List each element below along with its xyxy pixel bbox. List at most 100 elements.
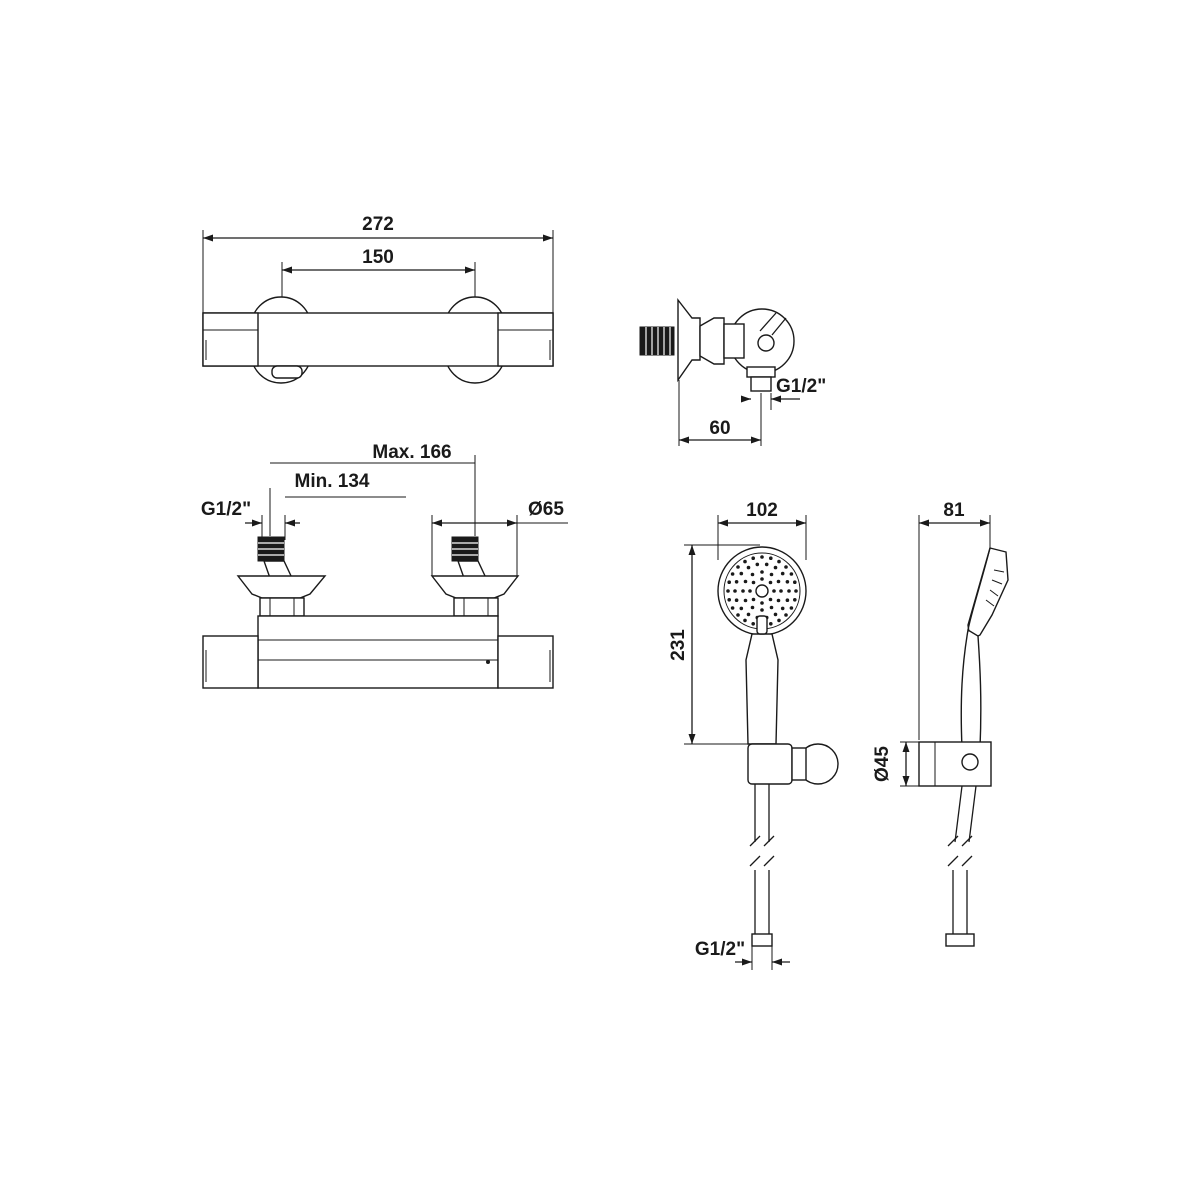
spray-nozzle xyxy=(743,598,748,603)
spray-nozzle xyxy=(787,589,791,593)
spray-nozzles xyxy=(726,555,798,627)
spray-nozzle xyxy=(793,598,797,602)
spray-nozzle xyxy=(733,589,737,593)
spray-nozzle xyxy=(743,579,748,584)
spray-selector xyxy=(756,615,768,635)
spray-nozzle xyxy=(734,598,739,602)
dim-label-g12-hose: G1/2" xyxy=(695,939,745,960)
spray-nozzle xyxy=(768,580,773,585)
holder-arm-front xyxy=(791,747,807,781)
spray-nozzle xyxy=(751,580,756,585)
spray-nozzle xyxy=(789,606,794,610)
spray-nozzle xyxy=(769,622,773,626)
knob-center-side xyxy=(757,334,775,352)
temperature-knob-top xyxy=(202,312,259,367)
spray-nozzle xyxy=(760,570,764,574)
spray-nozzle xyxy=(768,597,773,602)
spray-nozzle xyxy=(773,565,778,570)
outlet-thread-side xyxy=(750,376,772,392)
spray-nozzle xyxy=(777,559,781,564)
dim-label-150: 150 xyxy=(362,247,394,268)
thermostat-front-view: Max. 166 Min. 134 G1/2" Ø65 xyxy=(201,442,568,689)
spray-nozzle xyxy=(748,589,752,593)
spray-nozzle xyxy=(746,612,751,617)
handshower-handle-side xyxy=(960,628,982,749)
spray-nozzle xyxy=(741,589,745,593)
spray-nozzle xyxy=(773,612,778,617)
dim-label-max-166: Max. 166 xyxy=(372,442,451,463)
spray-nozzle xyxy=(769,556,773,560)
spray-nozzle xyxy=(746,565,751,570)
dim-label-231: 231 xyxy=(668,629,689,661)
connector-nut-side xyxy=(699,317,725,365)
spray-nozzle xyxy=(760,577,764,581)
spray-nozzle xyxy=(776,579,781,584)
spray-nozzle xyxy=(739,571,744,576)
shower-head-side xyxy=(967,547,1009,642)
spray-nozzle xyxy=(776,598,781,603)
handshower-handle xyxy=(745,633,779,745)
spray-nozzle xyxy=(751,597,756,602)
spray-nozzle xyxy=(730,606,735,610)
spray-nozzle xyxy=(751,622,755,626)
inlet-thread-side xyxy=(639,326,675,356)
spray-nozzle xyxy=(736,565,740,569)
spray-nozzle xyxy=(785,580,790,584)
connector-nut-right xyxy=(453,597,499,617)
flow-knob-front xyxy=(497,635,554,689)
spray-nozzle xyxy=(780,571,785,576)
wall-holder-front xyxy=(747,743,793,785)
hose-nut-front xyxy=(751,933,773,947)
thermostat-body-top xyxy=(202,312,554,367)
spray-nozzle xyxy=(755,562,760,567)
outlet-nub xyxy=(271,365,303,379)
dim-label-g12-front: G1/2" xyxy=(201,499,251,520)
thermostat-side-view: 60 G1/2" xyxy=(639,297,826,446)
holder-pivot-side xyxy=(961,753,979,771)
dim-label-d45: Ø45 xyxy=(872,746,893,782)
escutcheon-front-left xyxy=(236,575,327,599)
dim-label-102: 102 xyxy=(746,500,778,521)
wall-holder-side xyxy=(918,741,992,787)
spray-nozzle xyxy=(769,605,774,610)
connector-nut-left xyxy=(259,597,305,617)
spray-nozzle xyxy=(780,606,785,611)
escutcheon-front-right xyxy=(430,575,520,599)
temperature-knob-front xyxy=(202,635,259,689)
spray-nozzle xyxy=(760,555,764,559)
spray-nozzle xyxy=(750,572,755,577)
spray-nozzle xyxy=(739,606,744,611)
dim-label-g12-side: G1/2" xyxy=(776,376,826,397)
spray-nozzle xyxy=(734,580,739,584)
dim-label-d65: Ø65 xyxy=(528,499,564,520)
head-center xyxy=(755,584,769,598)
spray-nozzle xyxy=(779,589,783,593)
spray-nozzle xyxy=(727,598,731,602)
spray-nozzle xyxy=(760,608,764,612)
spray-nozzle xyxy=(785,598,790,602)
spray-nozzle xyxy=(777,618,781,623)
spray-nozzle xyxy=(784,565,788,569)
body-neck-side xyxy=(723,323,745,359)
spray-nozzle xyxy=(760,601,764,605)
handshower-front-view: 102 231 G1/2" xyxy=(668,500,839,970)
spray-nozzle xyxy=(793,580,797,584)
dim-label-81: 81 xyxy=(943,500,965,521)
spray-nozzle xyxy=(772,589,776,593)
thermostat-top-view: 272 150 xyxy=(202,214,554,384)
hose-nut-side xyxy=(945,933,975,947)
dim-label-60: 60 xyxy=(709,418,730,439)
dim-label-272: 272 xyxy=(362,214,394,235)
thermostat-body-front xyxy=(257,615,499,689)
spray-nozzle xyxy=(751,556,755,560)
spray-nozzle xyxy=(784,613,788,617)
spray-nozzle xyxy=(769,572,774,577)
spray-nozzle xyxy=(764,562,769,567)
spray-nozzle xyxy=(794,589,798,593)
spray-nozzle xyxy=(789,572,794,576)
spray-nozzle xyxy=(726,589,730,593)
spray-nozzle xyxy=(736,613,740,617)
spray-nozzle xyxy=(743,618,747,623)
handshower-side-view: 81 Ø45 xyxy=(872,500,1009,947)
